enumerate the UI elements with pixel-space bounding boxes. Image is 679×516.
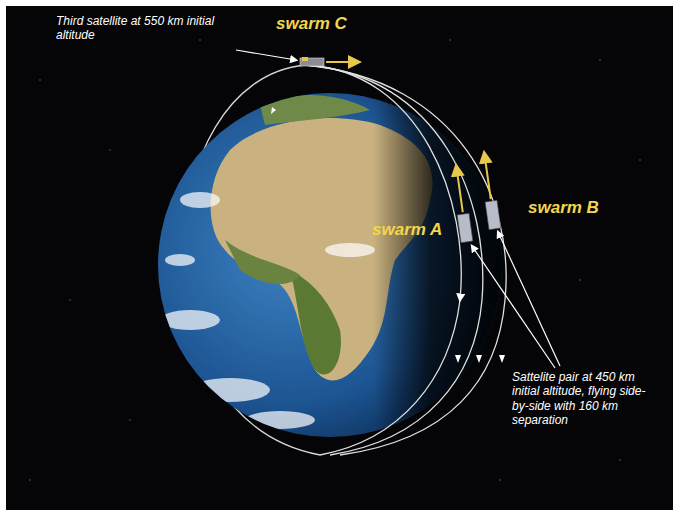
satellite-name: swarm A: [372, 220, 442, 240]
callout-note: Sattelite pair at 450 km initial altitud…: [512, 370, 662, 428]
satellite-name: swarm B: [528, 198, 599, 218]
satellite-name: swarm C: [276, 14, 347, 34]
callout-note: Third satellite at 550 km initial altitu…: [56, 14, 216, 43]
